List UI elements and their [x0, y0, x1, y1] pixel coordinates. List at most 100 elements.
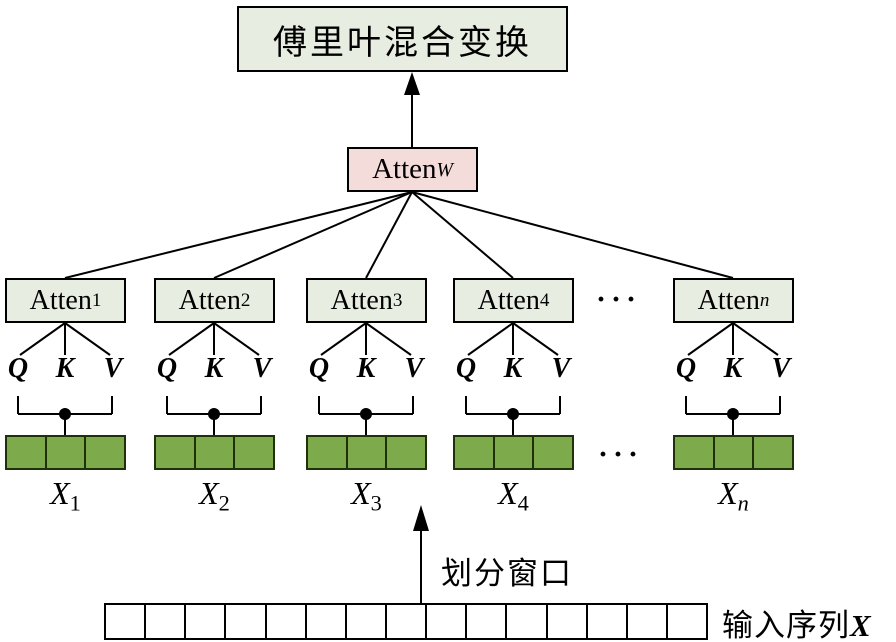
- box-to-v-line: [512, 322, 559, 356]
- box-to-q-line: [467, 322, 514, 356]
- value-label: V: [103, 353, 123, 384]
- key-label: K: [204, 353, 224, 384]
- window-group-3: Atten 3 Q K V X3: [306, 278, 428, 523]
- x-3-label: X3: [306, 475, 427, 514]
- atten-w-label: Atten: [372, 153, 437, 185]
- atten-1-label: Atten: [29, 284, 92, 316]
- x-3-subscript: 3: [370, 490, 382, 516]
- ellipsis-between-atten-boxes: ···: [596, 283, 642, 316]
- input-sequence-cell: [384, 605, 425, 638]
- input-sequence-cell: [505, 605, 545, 638]
- box-to-v-line: [213, 322, 260, 356]
- value-label: V: [252, 353, 272, 384]
- window-cell: [712, 435, 755, 470]
- value-label: V: [551, 353, 571, 384]
- window-cell: [492, 435, 535, 470]
- window-cell: [752, 435, 795, 470]
- fourier-transform-label: 傅里叶混合变换: [273, 24, 532, 62]
- value-label: V: [404, 353, 424, 384]
- x-1-base: X: [50, 475, 70, 511]
- window-cell: [453, 435, 495, 470]
- x-2-base: X: [199, 475, 219, 511]
- window-cell: [44, 435, 87, 470]
- box-to-v-line: [732, 322, 779, 356]
- window-cell: [233, 435, 276, 470]
- box-to-q-line: [320, 322, 367, 356]
- x-4-base: X: [498, 475, 518, 511]
- box-to-q-line: [168, 322, 215, 356]
- x-4-subscript: 4: [517, 490, 529, 516]
- input-sequence-cell: [264, 605, 305, 638]
- query-label: Q: [455, 353, 477, 384]
- input-sequence-text: 输入序列: [722, 608, 850, 642]
- input-sequence-cell: [465, 605, 505, 638]
- x-2-subscript: 2: [218, 490, 230, 516]
- fourier-transform-box: 傅里叶混合变换: [237, 6, 568, 72]
- window-segment-bar: [5, 435, 127, 470]
- input-sequence-cell: [106, 605, 144, 638]
- fanout-line: [411, 191, 734, 279]
- window-segment-bar: [306, 435, 428, 470]
- input-sequence-cell: [184, 605, 224, 638]
- window-cell: [345, 435, 388, 470]
- query-label: Q: [156, 353, 178, 384]
- value-label: V: [771, 353, 791, 384]
- x-1-label: X1: [5, 475, 126, 514]
- atten-2-label: Atten: [178, 284, 241, 316]
- input-sequence-cell: [665, 605, 706, 638]
- input-sequence-cell: [224, 605, 264, 638]
- key-label: K: [55, 353, 75, 384]
- fanout-line: [64, 191, 413, 279]
- arrow-up-icon: [413, 505, 429, 531]
- box-to-v-line: [365, 322, 412, 356]
- input-sequence-cell: [304, 605, 345, 638]
- window-segment-bar: [453, 435, 575, 470]
- input-sequence-cell: [625, 605, 666, 638]
- ellipsis-between-window-bars: ···: [598, 438, 644, 471]
- window-cell: [5, 435, 47, 470]
- atten-3-label: Atten: [330, 284, 393, 316]
- divide-window-label: 划分窗口: [441, 556, 573, 591]
- x-n-label: Xn: [673, 475, 794, 514]
- x-2-label: X2: [154, 475, 275, 514]
- input-sequence-cell: [144, 605, 184, 638]
- box-to-v-line: [64, 322, 111, 356]
- x-n-base: X: [718, 475, 738, 511]
- query-label: Q: [675, 353, 697, 384]
- input-sequence-label: 输入序列X: [722, 600, 872, 642]
- x-n-subscript: n: [737, 490, 749, 516]
- query-label: Q: [7, 353, 29, 384]
- key-label: K: [723, 353, 743, 384]
- window-cell: [84, 435, 127, 470]
- window-cell: [306, 435, 348, 470]
- window-cell: [193, 435, 236, 470]
- window-cell: [673, 435, 715, 470]
- x-3-base: X: [351, 475, 371, 511]
- query-label: Q: [308, 353, 330, 384]
- window-segment-bar: [673, 435, 795, 470]
- input-sequence-cell: [545, 605, 586, 638]
- atten-4-label: Atten: [477, 284, 540, 316]
- x-1-subscript: 1: [69, 490, 81, 516]
- input-sequence-cell: [585, 605, 626, 638]
- fanout-line: [365, 191, 413, 279]
- input-sequence-cell: [425, 605, 465, 638]
- box-to-q-line: [687, 322, 734, 356]
- window-cell: [154, 435, 196, 470]
- window-cell: [385, 435, 428, 470]
- key-label: K: [356, 353, 376, 384]
- key-label: K: [503, 353, 523, 384]
- window-cell: [532, 435, 575, 470]
- input-sequence-x: X: [850, 608, 872, 642]
- input-sequence-cell: [344, 605, 385, 638]
- atten-n-label: Atten: [697, 284, 760, 316]
